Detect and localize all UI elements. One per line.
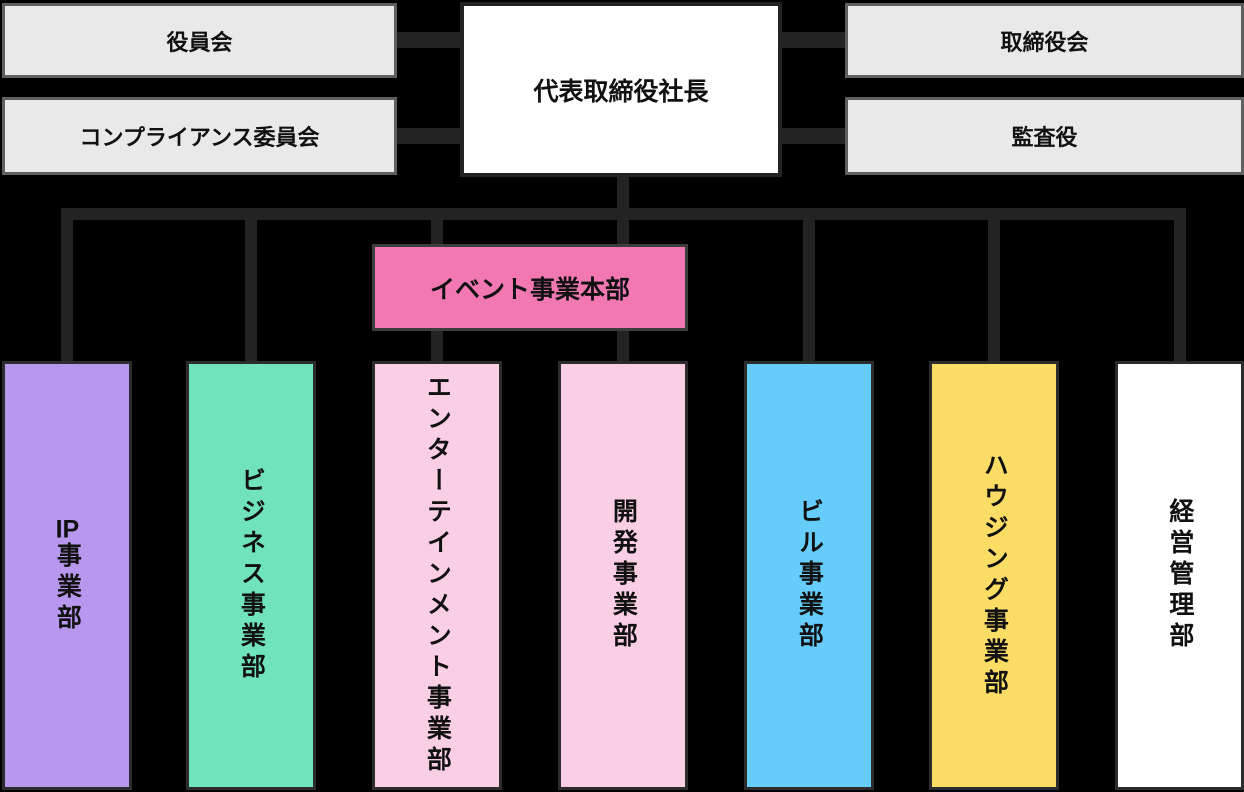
connector-drop-housing xyxy=(988,218,1000,363)
event-business-hq-label: イベント事業本部 xyxy=(429,275,630,304)
executive-board-box: 役員会 xyxy=(2,3,397,78)
department-entertainment-label: エンターテインメント事業部 xyxy=(423,374,452,777)
department-ip-label: IP事業部 xyxy=(53,516,82,635)
executive-board-label: 役員会 xyxy=(166,29,233,55)
connector-drop-event-hq-left xyxy=(431,218,443,248)
connector-president-drop xyxy=(617,170,629,220)
department-housing-box: ハウジング事業部 xyxy=(929,361,1059,790)
department-housing-label: ハウジング事業部 xyxy=(980,451,1009,700)
connector-horizontal-bus xyxy=(61,208,1186,220)
department-building-box: ビル事業部 xyxy=(744,361,874,790)
connector-drop-event-hq-right xyxy=(617,218,629,248)
connector-compliance-to-president xyxy=(397,128,461,144)
auditor-label: 監査役 xyxy=(1011,125,1078,150)
department-development-label: 開発事業部 xyxy=(609,498,638,653)
department-ip-box: IP事業部 xyxy=(2,361,132,790)
connector-president-to-board-of-directors xyxy=(781,32,845,48)
department-entertainment-box: エンターテインメント事業部 xyxy=(372,361,502,790)
department-business-box: ビジネス事業部 xyxy=(186,361,316,790)
department-development-box: 開発事業部 xyxy=(558,361,688,790)
president-label: 代表取締役社長 xyxy=(533,77,709,106)
connector-drop-building xyxy=(803,218,815,363)
department-management-label: 経営管理部 xyxy=(1165,498,1194,653)
connector-drop-development xyxy=(617,327,629,363)
department-business-label: ビジネス事業部 xyxy=(237,467,266,684)
auditor-box: 監査役 xyxy=(845,97,1244,175)
board-of-directors-box: 取締役会 xyxy=(845,3,1244,78)
president-box: 代表取締役社長 xyxy=(460,2,782,177)
connector-drop-management xyxy=(1174,218,1186,363)
connector-president-to-auditor xyxy=(781,128,845,144)
compliance-committee-box: コンプライアンス委員会 xyxy=(2,97,397,175)
connector-drop-entertainment xyxy=(431,327,443,363)
connector-executive-board-to-president xyxy=(397,32,461,48)
compliance-committee-label: コンプライアンス委員会 xyxy=(79,125,320,150)
connector-drop-business xyxy=(245,218,257,363)
connector-drop-ip xyxy=(61,218,73,363)
department-management-box: 経営管理部 xyxy=(1115,361,1244,790)
event-business-hq-box: イベント事業本部 xyxy=(372,244,688,331)
department-building-label: ビル事業部 xyxy=(795,498,824,653)
board-of-directors-label: 取締役会 xyxy=(1000,29,1089,55)
